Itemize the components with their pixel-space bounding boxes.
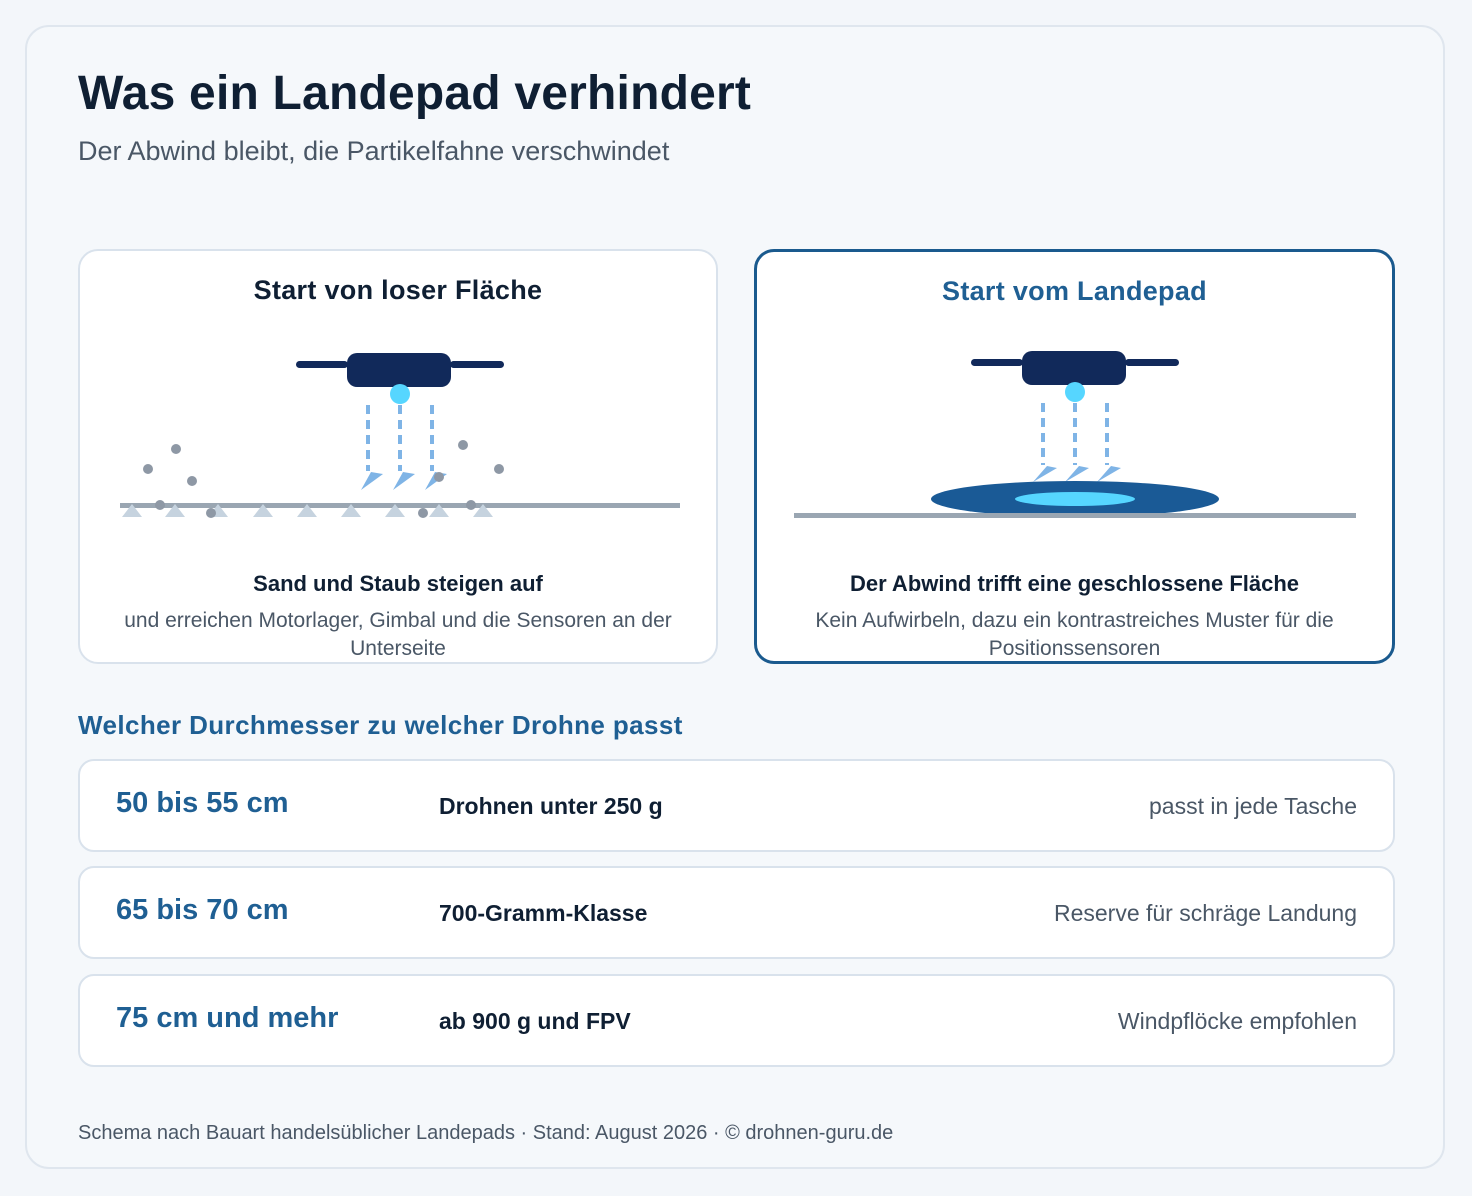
drone-class: ab 900 g und FPV (439, 1008, 631, 1034)
downwash-arrows-icon (1041, 403, 1109, 465)
size-range: 75 cm und mehr (116, 1002, 339, 1034)
size-row: 50 bis 55 cm Drohnen unter 250 g passt i… (78, 759, 1395, 852)
landing-pad-illustration (794, 351, 1356, 518)
size-note: Reserve für schräge Landung (1053, 900, 1357, 926)
panel-caption: Sand und Staub steigen auf (253, 571, 543, 596)
pad-center-marker (1015, 492, 1135, 506)
size-range: 50 bis 55 cm (116, 787, 289, 819)
panel-landing-pad: Start vom Landepad Der Abwind trifft ein… (754, 249, 1395, 664)
size-row: 75 cm und mehr ab 900 g und FPV Windpflö… (78, 974, 1395, 1067)
size-note: passt in jede Tasche (1149, 793, 1357, 819)
drone-icon (296, 353, 504, 404)
size-row: 65 bis 70 cm 700-Gramm-Klasse Reserve fü… (78, 866, 1395, 959)
downwash-arrows-icon (366, 405, 434, 471)
loose-surface-illustration (120, 353, 680, 518)
page-title: Was ein Landepad verhindert (78, 67, 752, 120)
panel-caption: Der Abwind trifft eine geschlossene Fläc… (849, 571, 1300, 596)
ground-line (120, 503, 680, 508)
size-note: Windpflöcke empfohlen (1117, 1008, 1357, 1034)
size-section-heading: Welcher Durchmesser zu welcher Drohne pa… (78, 710, 683, 740)
page-subtitle: Der Abwind bleibt, die Partikelfahne ver… (78, 136, 670, 166)
drone-class: Drohnen unter 250 g (439, 793, 663, 819)
drone-class: 700-Gramm-Klasse (439, 900, 648, 926)
size-range: 65 bis 70 cm (116, 894, 289, 926)
deflected-arrowheads-icon (1033, 466, 1121, 482)
panel-description: und erreichen Motorlager, Gimbal und die… (124, 609, 672, 660)
panel-description: Kein Aufwirbeln, dazu ein kontrastreiche… (815, 609, 1334, 660)
footer-source: Schema nach Bauart handelsüblicher Lande… (78, 1122, 894, 1144)
panel-loose-surface: Start von loser Fläche (78, 249, 718, 664)
drone-icon (971, 351, 1179, 402)
panel-title: Start von loser Fläche (253, 275, 543, 305)
ground-line (794, 513, 1356, 518)
panel-title: Start vom Landepad (942, 276, 1207, 306)
deflected-arrowheads-icon (361, 472, 447, 490)
sand-grains-icon (122, 504, 493, 517)
dust-particles-icon (143, 440, 504, 518)
